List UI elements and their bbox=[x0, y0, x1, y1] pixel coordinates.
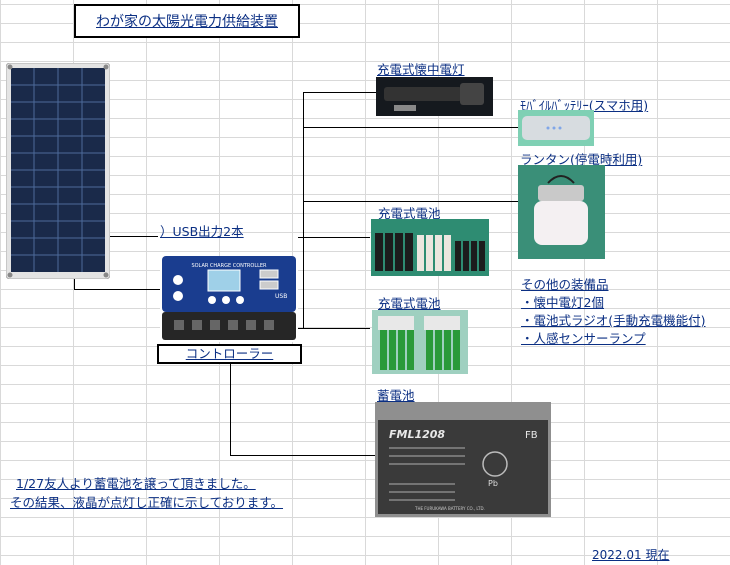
other-equipment-item[interactable]: ・人感センサーランプ bbox=[521, 328, 646, 347]
battery-brand-text: FB bbox=[525, 430, 538, 441]
mobile-battery-image bbox=[518, 110, 594, 146]
controller-label[interactable]: コントローラー bbox=[157, 344, 302, 364]
svg-text:USB: USB bbox=[275, 293, 287, 300]
charge-controller-image: SOLAR CHARGE CONTROLLER USB bbox=[160, 256, 298, 342]
connector-line bbox=[303, 127, 518, 128]
connector-line bbox=[303, 92, 376, 93]
other-equipment-item[interactable]: ・懐中電灯2個 bbox=[521, 292, 604, 311]
page-title: わが家の太陽光電力供給装置 bbox=[74, 4, 300, 38]
battery-model-text: FML1208 bbox=[389, 428, 445, 441]
connector-line bbox=[298, 328, 370, 329]
connector-line bbox=[298, 237, 370, 238]
rechargeable-battery-image-1 bbox=[371, 219, 489, 276]
date-label[interactable]: 2022.01 現在 bbox=[592, 546, 669, 563]
note-line-1[interactable]: 1/27友人より蓄電池を譲って頂きました。 bbox=[16, 473, 256, 492]
note-line-2[interactable]: その結果、液晶が点灯し正確に示しております。 bbox=[10, 492, 283, 511]
other-equipment-item[interactable]: ・電池式ラジオ(手動充電機能付) bbox=[521, 310, 706, 329]
usb-output-label[interactable]: ）USB出力2本 bbox=[160, 221, 244, 240]
svg-text:SOLAR CHARGE CONTROLLER: SOLAR CHARGE CONTROLLER bbox=[191, 263, 267, 269]
battery-maker-text: THE FURUKAWA BATTERY CO., LTD. bbox=[414, 506, 485, 511]
connector-line bbox=[230, 364, 231, 455]
flashlight-image bbox=[376, 77, 493, 116]
rechargeable-battery-image-2 bbox=[372, 310, 468, 374]
flashlight-label[interactable]: 充電式懐中電灯 bbox=[377, 59, 465, 78]
storage-battery-image: FML1208 FB Pb THE FURUKAWA BATTERY CO., … bbox=[375, 402, 551, 517]
connector-line bbox=[110, 236, 158, 237]
connector-line bbox=[230, 455, 375, 456]
battery-recycle-text: Pb bbox=[488, 479, 498, 488]
connector-line bbox=[74, 289, 160, 290]
lantern-image bbox=[518, 165, 605, 259]
other-equipment-heading[interactable]: その他の装備品 bbox=[521, 274, 609, 293]
connector-line bbox=[303, 201, 518, 202]
solar-panel-image bbox=[6, 63, 110, 279]
